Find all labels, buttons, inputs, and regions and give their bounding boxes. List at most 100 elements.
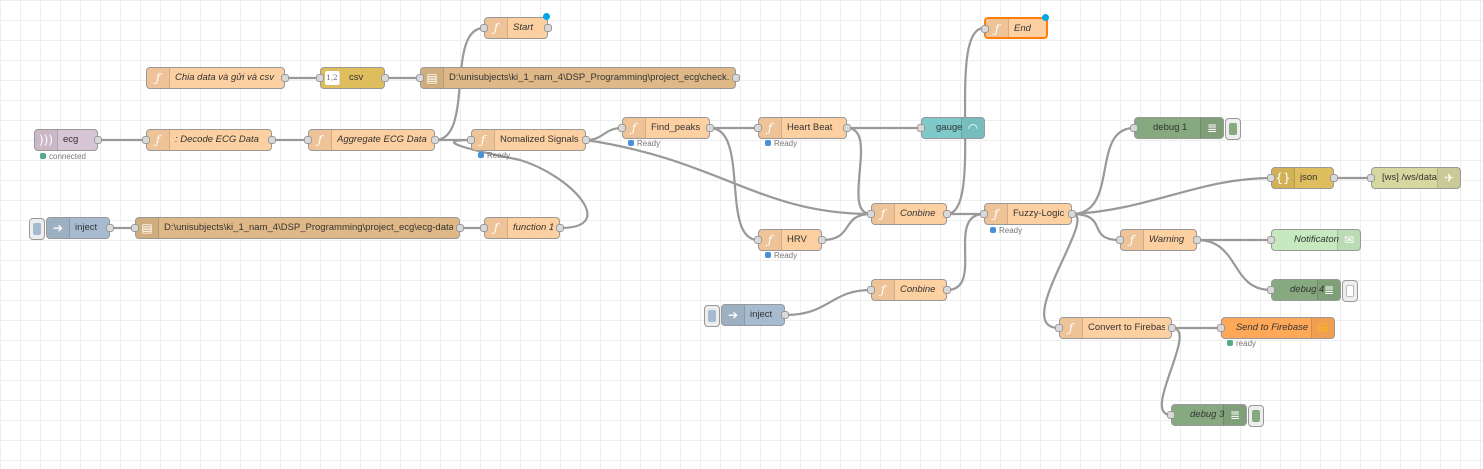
inject-node-1[interactable]: ➔ inject <box>29 217 114 240</box>
status-send-firebase: ready <box>1227 339 1256 349</box>
input-port[interactable] <box>981 25 989 33</box>
input-port[interactable] <box>980 210 988 218</box>
function-node-aggregate[interactable]: ƒ Aggregate ECG Data <box>304 129 439 151</box>
websocket-out-node[interactable]: [ws] /ws/data ✈ <box>1367 167 1461 189</box>
debug-toggle-button[interactable] <box>1342 280 1358 302</box>
output-port[interactable] <box>706 124 714 132</box>
function-node-chia-data[interactable]: ƒ Chia data và gửi và csv <box>146 67 289 89</box>
function-icon: ƒ <box>147 68 170 88</box>
status-dot <box>478 152 484 158</box>
input-port[interactable] <box>754 124 762 132</box>
input-port[interactable] <box>480 24 488 32</box>
output-port[interactable] <box>582 136 590 144</box>
output-port[interactable] <box>431 136 439 144</box>
input-port[interactable] <box>480 224 488 232</box>
function-node-nomalized[interactable]: ƒ Nomalized Signals <box>467 129 590 151</box>
input-port[interactable] <box>416 74 424 82</box>
output-port[interactable] <box>943 210 951 218</box>
file-in-node-ecg-data[interactable]: ▤ D:\unisubjects\ki_1_nam_4\DSP_Programm… <box>131 217 464 239</box>
output-port[interactable] <box>1168 324 1176 332</box>
input-port[interactable] <box>867 210 875 218</box>
output-port[interactable] <box>843 124 851 132</box>
node-label: csv <box>349 72 364 83</box>
function-node-find-peaks[interactable]: ƒ Find_peaks <box>618 117 714 139</box>
json-node[interactable]: {} json <box>1267 167 1338 189</box>
output-port[interactable] <box>1068 210 1076 218</box>
function-node-end[interactable]: ƒ End <box>981 14 1049 39</box>
node-label: Warning <box>1149 234 1185 245</box>
function-node-start[interactable]: ƒ Start <box>480 13 552 39</box>
input-port[interactable] <box>1055 324 1063 332</box>
output-port[interactable] <box>94 136 102 144</box>
function-node-convert-firebase[interactable]: ƒ Convert to Firebase <box>1055 317 1176 339</box>
debug-toggle-button[interactable] <box>1225 118 1241 140</box>
wire-inject2-conbine2 <box>784 288 872 317</box>
status-find-peaks: Ready <box>628 139 660 149</box>
output-port[interactable] <box>381 74 389 82</box>
firebase-node[interactable]: Send to Firebase ⛁ <box>1217 317 1335 339</box>
function-node-decode[interactable]: ƒ : Decode ECG Data <box>142 129 276 151</box>
input-port[interactable] <box>1267 286 1275 294</box>
status-dot <box>765 252 771 258</box>
debug-list-icon: ≣ <box>1317 280 1340 300</box>
debug-node-1[interactable]: debug 1 ≣ <box>1130 117 1241 140</box>
output-port[interactable] <box>1193 236 1201 244</box>
function-node-warning[interactable]: ƒ Warning <box>1116 229 1201 251</box>
input-port[interactable] <box>142 136 150 144</box>
input-port[interactable] <box>1217 324 1225 332</box>
debug-toggle-button[interactable] <box>1248 405 1264 427</box>
function-node-heart-beat[interactable]: ƒ Heart Beat <box>754 117 851 139</box>
csv-parser-icon: 1,2 <box>325 71 340 85</box>
output-port[interactable] <box>732 74 740 82</box>
output-port[interactable] <box>943 286 951 294</box>
wire-fuzzy-json <box>1071 176 1272 216</box>
output-port[interactable] <box>106 224 114 232</box>
status-dot <box>765 140 771 146</box>
input-port[interactable] <box>467 136 475 144</box>
node-label: function 1 <box>513 222 553 233</box>
inject-trigger-button[interactable] <box>29 218 45 240</box>
input-port[interactable] <box>1130 124 1138 132</box>
output-port[interactable] <box>281 74 289 82</box>
file-out-node-check-csv[interactable]: ▤ D:\unisubjects\ki_1_nam_4\DSP_Programm… <box>416 67 740 89</box>
function-icon: ƒ <box>485 218 508 238</box>
output-port[interactable] <box>544 24 552 32</box>
input-port[interactable] <box>1267 236 1275 244</box>
changed-indicator-dot <box>1042 14 1049 21</box>
websocket-in-node-ecg[interactable]: ))) ecg <box>34 129 102 151</box>
input-port[interactable] <box>754 236 762 244</box>
function-node-conbine-2[interactable]: ƒ Conbine <box>867 279 951 301</box>
input-port[interactable] <box>304 136 312 144</box>
inject-arrow-icon: ➔ <box>47 218 70 238</box>
function-node-conbine-1[interactable]: ƒ Conbine <box>867 203 951 225</box>
wire-nomalized-conbine1 <box>585 138 872 216</box>
input-port[interactable] <box>917 124 925 132</box>
debug-node-3[interactable]: debug 3 ≣ <box>1167 404 1264 427</box>
gauge-node[interactable]: gauge ◠ <box>917 117 985 139</box>
input-port[interactable] <box>131 224 139 232</box>
function-node-function1[interactable]: ƒ function 1 <box>480 217 564 239</box>
node-label: debug 4 <box>1290 284 1325 295</box>
node-label: Nomalized Signals <box>500 134 579 145</box>
input-port[interactable] <box>1367 174 1375 182</box>
inject-node-2[interactable]: ➔ inject <box>704 304 789 327</box>
node-label: Notificaton <box>1294 234 1339 245</box>
output-port[interactable] <box>818 236 826 244</box>
csv-node[interactable]: 1,2 csv <box>316 67 389 89</box>
function-node-fuzzy-logic[interactable]: ƒ Fuzzy-Logic <box>980 203 1076 225</box>
input-port[interactable] <box>1167 411 1175 419</box>
notification-node[interactable]: Notificaton ✉ <box>1267 229 1361 251</box>
inject-trigger-button[interactable] <box>704 305 720 327</box>
output-port[interactable] <box>781 311 789 319</box>
input-port[interactable] <box>867 286 875 294</box>
output-port[interactable] <box>1330 174 1338 182</box>
function-node-hrv[interactable]: ƒ HRV <box>754 229 826 251</box>
input-port[interactable] <box>618 124 626 132</box>
output-port[interactable] <box>456 224 464 232</box>
input-port[interactable] <box>1267 174 1275 182</box>
input-port[interactable] <box>1116 236 1124 244</box>
input-port[interactable] <box>316 74 324 82</box>
output-port[interactable] <box>556 224 564 232</box>
output-port[interactable] <box>268 136 276 144</box>
debug-node-4[interactable]: debug 4 ≣ <box>1267 279 1358 302</box>
